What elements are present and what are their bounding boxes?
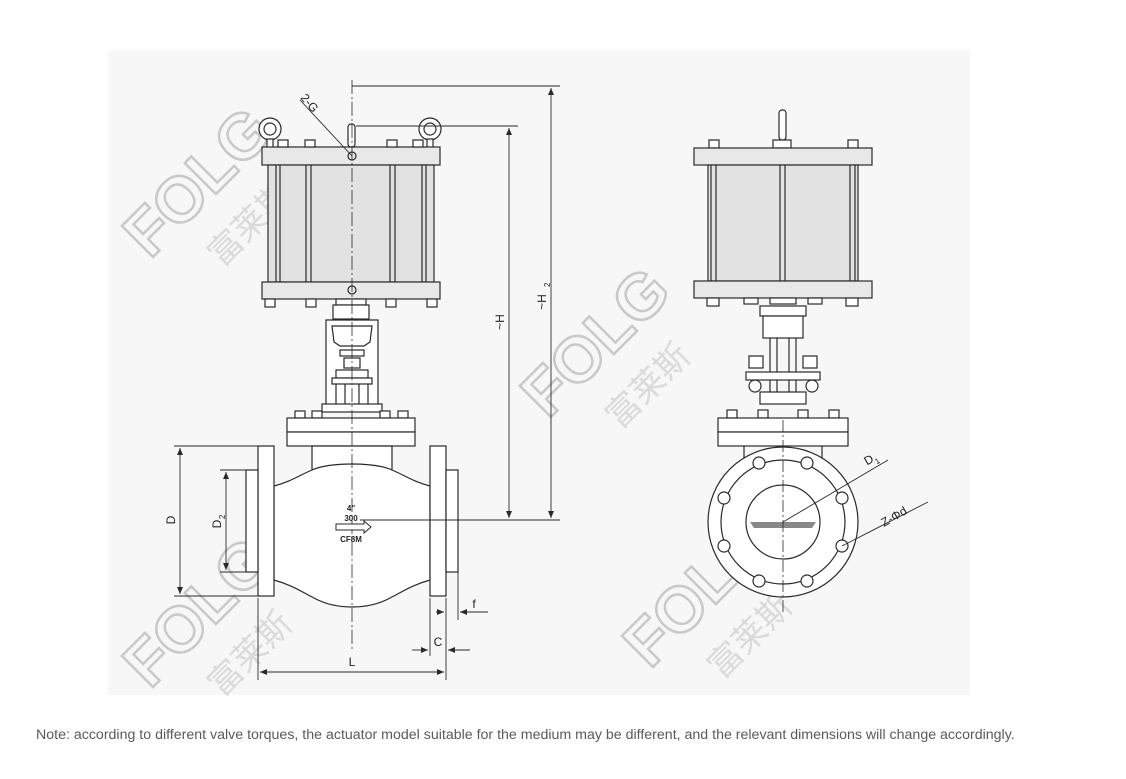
body-marking-size: 4"	[347, 504, 355, 513]
side-cylinder	[707, 164, 859, 282]
body-marking-rating: 300	[344, 514, 358, 523]
label-c: C	[434, 635, 443, 649]
leader-z-phi-d	[841, 501, 929, 547]
top-plate-nuts	[277, 139, 424, 148]
actuator-top-plate	[261, 146, 441, 166]
bonnet-flange	[286, 417, 416, 433]
svg-text:~H: ~H	[535, 294, 549, 310]
label-h: ~H	[493, 314, 507, 330]
note-text: Note: according to different valve torqu…	[36, 727, 1015, 743]
side-tie-rods	[710, 165, 856, 281]
body-marking: 4" 300 CF8M	[335, 504, 372, 544]
label-d1: D 1	[861, 451, 882, 468]
front-view	[245, 80, 459, 650]
inlet-flange	[257, 445, 275, 597]
leader-d1	[782, 459, 889, 523]
lifting-eye-left	[258, 117, 282, 149]
svg-text:D: D	[210, 519, 224, 528]
svg-text:2: 2	[543, 282, 552, 287]
actuator-bottom-plate	[261, 281, 441, 300]
bolt-holes	[717, 456, 849, 588]
label-l: L	[349, 655, 356, 669]
label-h2: ~H 2	[535, 282, 552, 310]
flow-arrow-icon	[335, 519, 372, 535]
label-2g: 2-G	[298, 91, 322, 115]
side-bottom-plate	[693, 280, 873, 299]
coupling-block	[332, 304, 370, 320]
bottom-plate-nuts	[264, 298, 438, 308]
svg-text:2: 2	[218, 514, 227, 519]
label-f: f	[472, 597, 476, 611]
label-d: D	[164, 515, 178, 524]
outlet-flange	[429, 445, 447, 597]
side-indicator-rod	[778, 109, 787, 141]
side-dimensions	[782, 459, 929, 547]
side-top-plate	[693, 147, 873, 166]
leader-2g	[299, 99, 353, 157]
front-dimensions	[174, 85, 560, 680]
svg-text:1: 1	[873, 456, 882, 466]
label-d2: D 2	[210, 514, 227, 528]
tie-rods	[275, 165, 427, 282]
indicator-rod	[347, 123, 356, 148]
actuator-cylinder	[267, 164, 435, 283]
body-marking-material: CF8M	[340, 535, 362, 544]
label-z-phi-d: Z-Φd	[879, 504, 910, 530]
side-view	[693, 109, 873, 615]
